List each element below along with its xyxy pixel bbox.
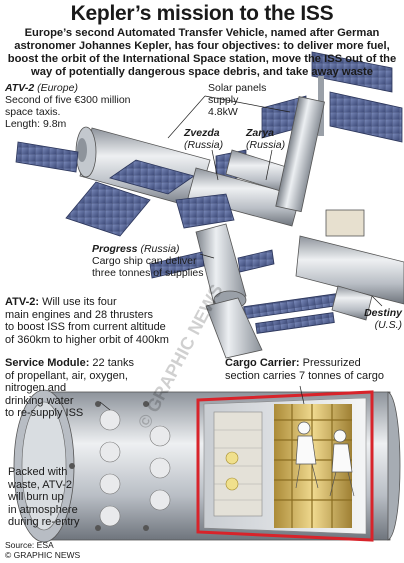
burn-line5: during re-entry: [8, 516, 80, 529]
destiny-callout: Destiny (U.S.): [350, 307, 402, 331]
atv2-callout: ATV-2 (Europe) Second of five €300 milli…: [5, 82, 155, 130]
zvezda-origin: (Russia): [184, 139, 224, 151]
engines-note: ATV-2: Will use its four main engines an…: [5, 296, 205, 346]
burn-line1: Packed with: [8, 466, 68, 478]
copyright-line: © GRAPHIC NEWS: [5, 550, 81, 560]
burn-line3: will burn up: [8, 491, 64, 504]
solar-line1: Solar panels: [208, 82, 267, 94]
atv-cutaway: [13, 385, 401, 543]
zarya-name: Zarya: [246, 127, 275, 139]
burn-line2: waste, ATV-2: [8, 478, 72, 491]
cargo-line1: Pressurized: [299, 357, 361, 369]
astronaut-figures: [295, 421, 355, 497]
intro-paragraph: Europe’s second Automated Transfer Vehic…: [7, 27, 397, 78]
docked-vehicle: [205, 297, 263, 359]
service-heading: Service Module:: [5, 357, 90, 369]
engines-line3: to boost ISS from current altitude: [5, 321, 166, 334]
thrusters: [69, 401, 149, 531]
service-line3: nitrogen and: [5, 382, 67, 395]
progress-line1: Cargo ship can deliver: [92, 255, 197, 267]
atv2-line2: space taxis.: [5, 106, 61, 118]
solar-panels-callout: Solar panels supply 4.8kW: [208, 82, 280, 118]
solar-line2: supply: [208, 94, 239, 106]
station-illustration: [15, 51, 404, 359]
source-credit: Source: ESA © GRAPHIC NEWS: [5, 540, 125, 560]
service-line1: 22 tanks: [89, 357, 134, 369]
engines-line4: of 360km to higher orbit of 400km: [5, 333, 169, 346]
leader-lines: [167, 95, 383, 307]
cargo-racks: [213, 404, 352, 528]
engines-line2: main engines and 28 thrusters: [5, 308, 153, 321]
engines-line1: Will use its four: [39, 296, 117, 308]
engines-heading: ATV-2:: [5, 296, 40, 308]
zvezda-zarya-modules: [175, 96, 325, 229]
cargo-carrier-note: Cargo Carrier: Pressurized section carri…: [225, 357, 403, 382]
propellant-tanks: [99, 409, 171, 527]
zvezda-callout: Zvezda (Russia): [184, 127, 244, 151]
zvezda-name: Zvezda: [184, 127, 220, 139]
atv2-line1: Second of five €300 million: [5, 94, 131, 106]
service-line4: drinking water: [5, 394, 74, 407]
atv2-line3: Length: 9.8m: [5, 118, 67, 130]
cargo-heading: Cargo Carrier:: [225, 357, 300, 369]
zarya-callout: Zarya (Russia): [246, 127, 306, 151]
destiny-name: Destiny: [364, 307, 402, 319]
solar-line3: 4.8kW: [208, 106, 238, 118]
cutaway-leader-lines: [99, 385, 305, 411]
progress-name: Progress: [92, 243, 138, 255]
progress-line2: three tonnes of supplies: [92, 267, 204, 279]
destiny-module: [243, 209, 404, 334]
reentry-note: Packed with waste, ATV-2 will burn up in…: [8, 466, 80, 529]
progress-origin: (Russia): [140, 243, 180, 255]
atv2-module: [15, 126, 211, 237]
zarya-origin: (Russia): [246, 139, 286, 151]
page-title: Kepler’s mission to the ISS: [70, 2, 334, 25]
destiny-origin: (U.S.): [374, 319, 402, 331]
source-line: Source: ESA: [5, 540, 54, 550]
atv2-name: ATV-2: [5, 82, 35, 94]
service-module-note: Service Module: 22 tanks of propellant, …: [5, 357, 173, 420]
service-line5: to re-supply ISS: [5, 407, 84, 420]
atv2-origin: (Europe): [37, 82, 78, 94]
cargo-line2: section carries 7 tonnes of cargo: [225, 369, 384, 382]
progress-callout: Progress (Russia) Cargo ship can deliver…: [92, 243, 222, 279]
service-line2: of propellant, air, oxygen,: [5, 369, 128, 382]
burn-line4: in atmosphere: [8, 503, 78, 516]
